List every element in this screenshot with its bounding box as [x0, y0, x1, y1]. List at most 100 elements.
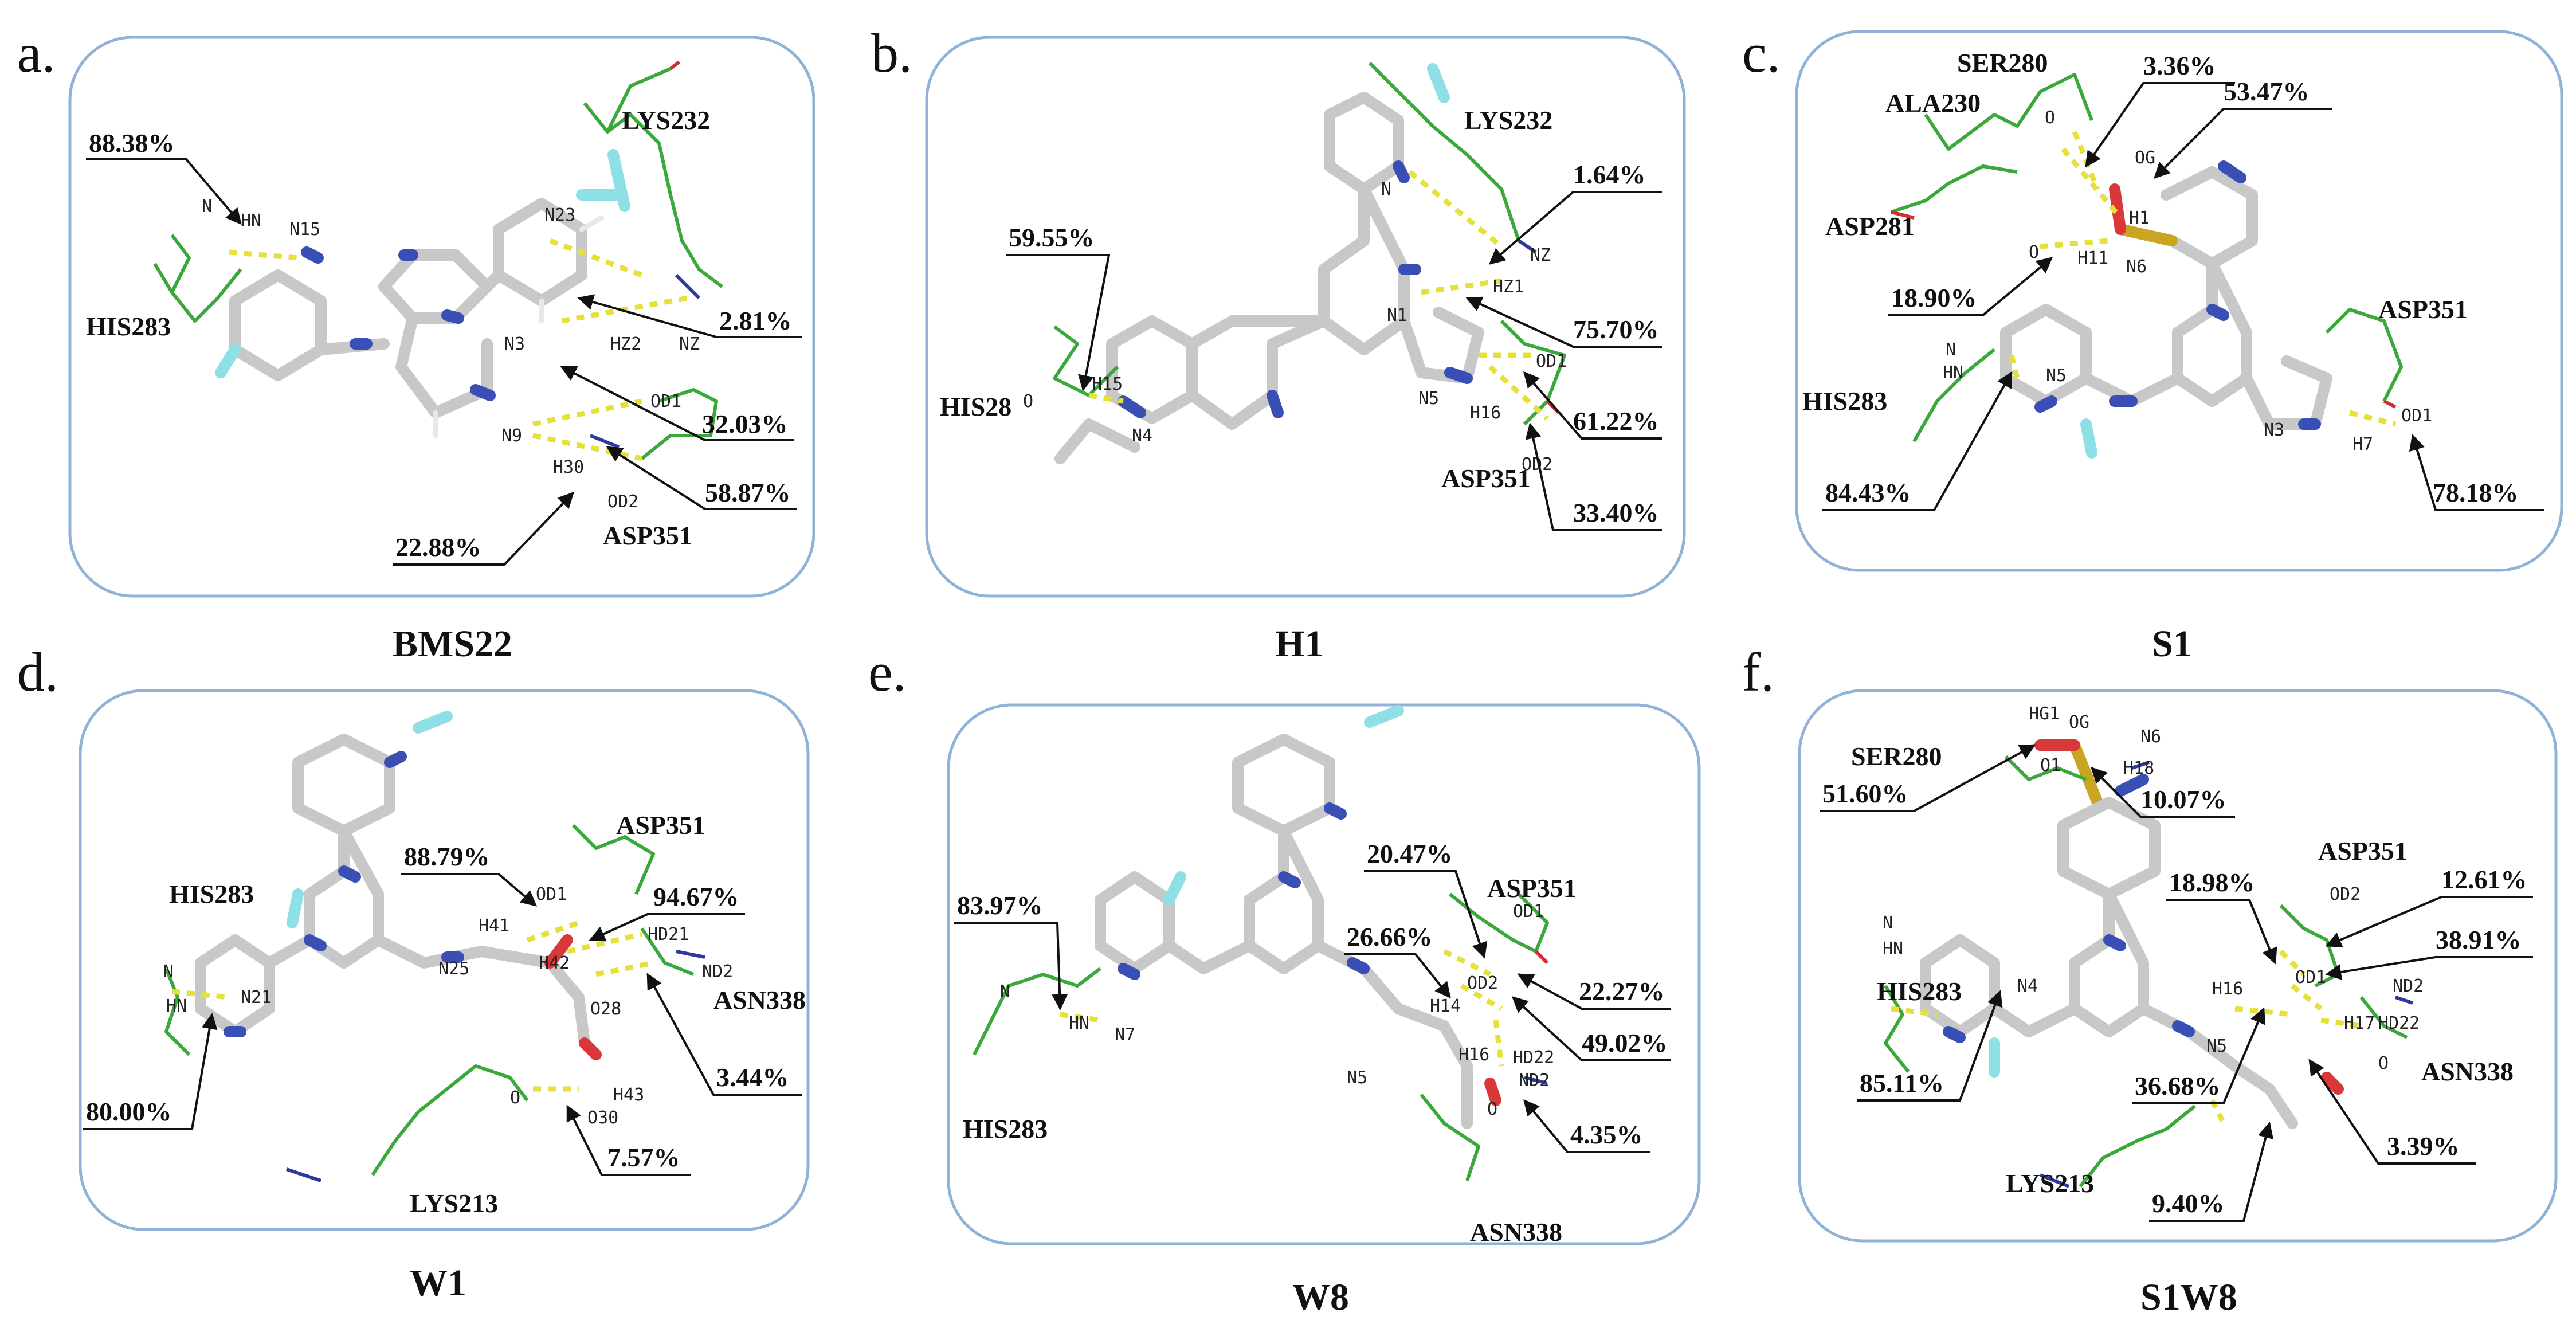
- panel-frame: [947, 703, 1701, 1245]
- residue-label: ASP351: [1441, 464, 1531, 493]
- atom-label: H7: [2352, 434, 2373, 455]
- occupancy-callouts: 51.60% 10.07% 18.98% 12.61% 38.91% 85.11…: [1820, 744, 2533, 1222]
- occupancy-label: 58.87%: [705, 478, 791, 507]
- atom-labels: HG1 OG O1 N6 H18 OD2 OD1 N HN N4 H16 N5 …: [1883, 704, 2424, 1073]
- atom-label: HN: [241, 211, 261, 231]
- residue-label: LYS232: [622, 105, 710, 135]
- occupancy-label: 4.35%: [1570, 1120, 1643, 1149]
- occupancy-label: 61.22%: [1573, 406, 1659, 436]
- atom-label: OD1: [2401, 406, 2432, 426]
- panel-letter: f.: [1742, 641, 1774, 703]
- residue-label: ASP351: [603, 521, 692, 550]
- atom-label: OD1: [650, 391, 681, 412]
- occupancy-callouts: 3.36% 53.47% 18.90% 84.43% 78.18%: [1822, 51, 2544, 511]
- panel-letter: d.: [17, 641, 58, 703]
- atom-label: O1: [2040, 755, 2061, 775]
- atom-label: H16: [1470, 403, 1501, 423]
- panel-d: d. HIS283 ASP351 ASN338 LYS213 OD1 H41 H…: [17, 641, 810, 1304]
- panel-caption: S1W8: [2140, 1276, 2237, 1318]
- atom-label: HD21: [648, 924, 689, 945]
- ligand-structure: [1884, 739, 2413, 1188]
- atom-label: N: [1946, 340, 1956, 360]
- atom-label: N5: [2206, 1036, 2227, 1056]
- atom-label: N21: [241, 988, 272, 1008]
- atom-label: N6: [2126, 257, 2147, 277]
- residue-label: SER280: [1851, 742, 1942, 771]
- residue-label: ASP351: [1487, 873, 1577, 903]
- residue-label: LYS213: [410, 1189, 498, 1218]
- panel-caption: W8: [1292, 1276, 1349, 1318]
- atom-label: OD1: [2295, 967, 2326, 988]
- atom-label: N: [163, 962, 174, 982]
- ligand-structure: [1053, 61, 1566, 464]
- atom-label: N1: [1387, 305, 1407, 326]
- atom-label: H43: [613, 1085, 644, 1105]
- residue-label: LYS232: [1464, 105, 1552, 135]
- atom-label: HN: [166, 996, 187, 1016]
- occupancy-label: 3.36%: [2143, 51, 2216, 80]
- atom-label: O: [2045, 108, 2055, 128]
- atom-label: N: [1000, 982, 1010, 1002]
- atom-label: N25: [438, 959, 469, 979]
- occupancy-label: 84.43%: [1825, 478, 1911, 507]
- atom-label: OD1: [1513, 902, 1544, 922]
- atom-label: N7: [1115, 1025, 1135, 1045]
- atom-label: HN: [1069, 1013, 1089, 1033]
- atom-label: N: [202, 197, 212, 217]
- atom-label: H18: [2123, 758, 2154, 778]
- occupancy-label: 49.02%: [1582, 1028, 1668, 1057]
- residue-label: HIS283: [1877, 977, 1962, 1006]
- atom-label: N9: [501, 426, 522, 446]
- occupancy-label: 75.70%: [1573, 315, 1659, 344]
- atom-label: H11: [2077, 248, 2108, 268]
- occupancy-label: 85.11%: [1860, 1068, 1944, 1098]
- occupancy-label: 38.91%: [2436, 925, 2522, 954]
- atom-label: HD22: [1513, 1048, 1554, 1068]
- ligand-structure: [153, 60, 723, 461]
- occupancy-label: 51.60%: [1822, 779, 1908, 808]
- atom-label: OD1: [536, 884, 567, 904]
- ligand-structure: [164, 711, 705, 1182]
- atom-label: N: [1381, 179, 1391, 199]
- panel-frame: [68, 36, 815, 598]
- atom-label: NZ: [679, 334, 700, 354]
- atom-label: N3: [504, 334, 525, 354]
- panel-b: b. LYS232 HIS28 ASP351 N NZ HZ1 N1 H15: [871, 22, 1686, 665]
- occupancy-label: 1.64%: [1573, 160, 1646, 189]
- residue-label: ASP351: [2378, 295, 2468, 324]
- residue-label: ASP281: [1825, 211, 1915, 241]
- panel-caption: S1: [2152, 623, 2192, 665]
- occupancy-label: 83.97%: [957, 891, 1043, 920]
- occupancy-label: 36.68%: [2135, 1071, 2221, 1100]
- atom-label: N15: [289, 220, 320, 240]
- ligand-structure: [1891, 73, 2403, 459]
- occupancy-label: 78.18%: [2433, 478, 2519, 507]
- atom-label: N: [1883, 913, 1893, 933]
- occupancy-label: 10.07%: [2140, 785, 2226, 814]
- occupancy-label: 12.61%: [2441, 865, 2527, 894]
- atom-label: H41: [479, 916, 509, 936]
- panel-letter: c.: [1742, 22, 1781, 84]
- panel-letter: e.: [868, 641, 907, 703]
- panel-c: c. SER280 ALA230 ASP281 ASP351 HIS283 O …: [1742, 22, 2563, 665]
- atom-label: N5: [2046, 366, 2067, 386]
- atom-label: H30: [553, 457, 584, 477]
- panel-frame: [1795, 30, 2563, 572]
- residue-label: ASN338: [713, 985, 806, 1014]
- atom-label: O30: [587, 1108, 618, 1128]
- atom-label: OD2: [2330, 884, 2361, 904]
- panel-caption: BMS22: [393, 623, 512, 665]
- atom-label: O: [1487, 1099, 1497, 1119]
- occupancy-label: 88.38%: [89, 128, 175, 158]
- occupancy-callouts: 20.47% 83.97% 26.66% 22.27% 49.02% 4.35%: [954, 839, 1671, 1153]
- residue-label: ASN338: [1470, 1217, 1562, 1247]
- atom-label: ND2: [1519, 1071, 1550, 1091]
- atom-label: O: [2029, 242, 2039, 263]
- atom-label: HG1: [2029, 704, 2060, 724]
- atom-label: H14: [1430, 996, 1461, 1016]
- occupancy-label: 32.03%: [702, 409, 788, 438]
- atom-label: O: [510, 1088, 520, 1108]
- panel-frame: [925, 36, 1686, 598]
- atom-label: HZ1: [1493, 277, 1524, 297]
- atom-label: HD22: [2378, 1013, 2420, 1033]
